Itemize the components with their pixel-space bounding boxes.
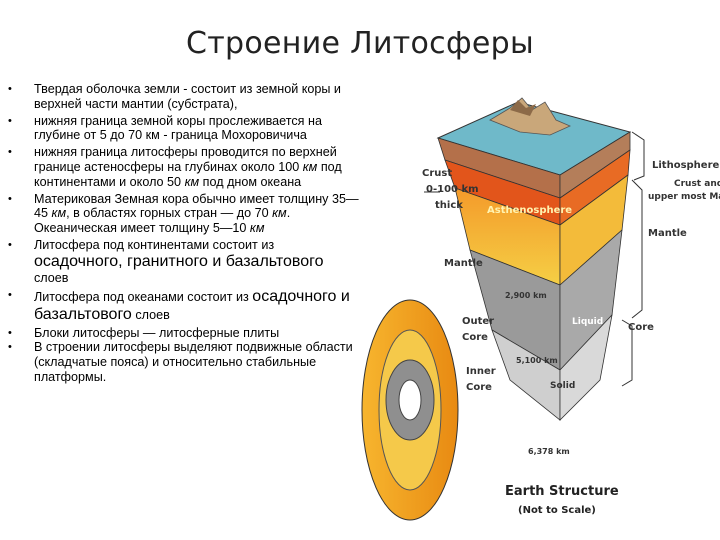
earth-wedge [436, 97, 632, 421]
label-depth-6378: 6,378 km [528, 447, 570, 456]
label-thick: thick [435, 200, 463, 211]
list-item: • нижняя граница земной коры прослеживае… [0, 114, 360, 144]
bullet-text: нижняя граница литосферы проводится по в… [34, 145, 342, 189]
bullet-icon: • [8, 114, 12, 127]
label-crust: Crust [422, 168, 453, 179]
list-item: • Материковая Земная кора обычно имеет т… [0, 192, 360, 236]
slide-title: Строение Литосферы [186, 26, 534, 61]
bullet-text: Материковая Земная кора обычно имеет тол… [34, 191, 359, 236]
label-depth-2900: 2,900 km [505, 291, 547, 300]
bullet-list: • Твердая оболочка земли - состоит из зе… [0, 82, 360, 385]
label-asthenosphere: Asthenosphere [487, 205, 573, 216]
label-lithosphere: Lithosphere [652, 160, 720, 171]
bullet-text: Литосфера под континентами состоит из ос… [34, 237, 324, 285]
list-item: • Блоки литосферы — литосферные плиты [0, 326, 360, 341]
label-outer: Outer [462, 316, 495, 327]
bullet-text: нижняя граница земной коры прослеживаетс… [34, 113, 322, 143]
earth-disk [361, 299, 459, 521]
label-inner-core: Core [466, 382, 492, 393]
label-outer-core: Core [462, 332, 488, 343]
bullet-icon: • [8, 341, 12, 354]
annotation-brackets [424, 131, 645, 387]
bullet-text: Литосфера под океанами состоит из осадоч… [34, 287, 350, 323]
bullet-icon: • [8, 238, 12, 251]
label-crust-and: Crust and [674, 179, 720, 189]
label-liquid: Liquid [572, 317, 604, 327]
bullet-text: В строении литосферы выделяют подвижные … [34, 340, 353, 384]
label-depth-5100: 5,100 km [516, 356, 558, 365]
label-mantle-left: Mantle [444, 258, 483, 269]
bullet-icon: • [8, 83, 12, 95]
bullet-icon: • [8, 192, 12, 205]
list-item: • Литосфера под океанами состоит из осад… [0, 288, 360, 324]
bullet-icon: • [8, 288, 12, 301]
earth-structure-illustration [361, 97, 645, 521]
label-upper-most-mantle: upper most Mantle [648, 192, 720, 202]
list-item: • В строении литосферы выделяют подвижны… [0, 340, 360, 384]
bullet-text: Твердая оболочка земли - состоит из земн… [34, 82, 341, 111]
label-crust-depth: 0-100 km [426, 184, 479, 195]
bullet-text: Блоки литосферы — литосферные плиты [34, 325, 280, 340]
list-item: • нижняя граница литосферы проводится по… [0, 145, 360, 189]
list-item: • Твердая оболочка земли - состоит из зе… [0, 82, 360, 112]
label-mantle-right: Mantle [648, 228, 687, 239]
figure-caption-note: (Not to Scale) [518, 505, 596, 516]
label-core: Core [628, 322, 654, 333]
label-solid: Solid [550, 381, 576, 391]
figure-caption-title: Earth Structure [505, 484, 619, 499]
bullet-icon: • [8, 326, 12, 339]
list-item: • Литосфера под континентами состоит из … [0, 238, 360, 286]
bullet-icon: • [8, 146, 12, 159]
label-inner: Inner [466, 366, 496, 377]
